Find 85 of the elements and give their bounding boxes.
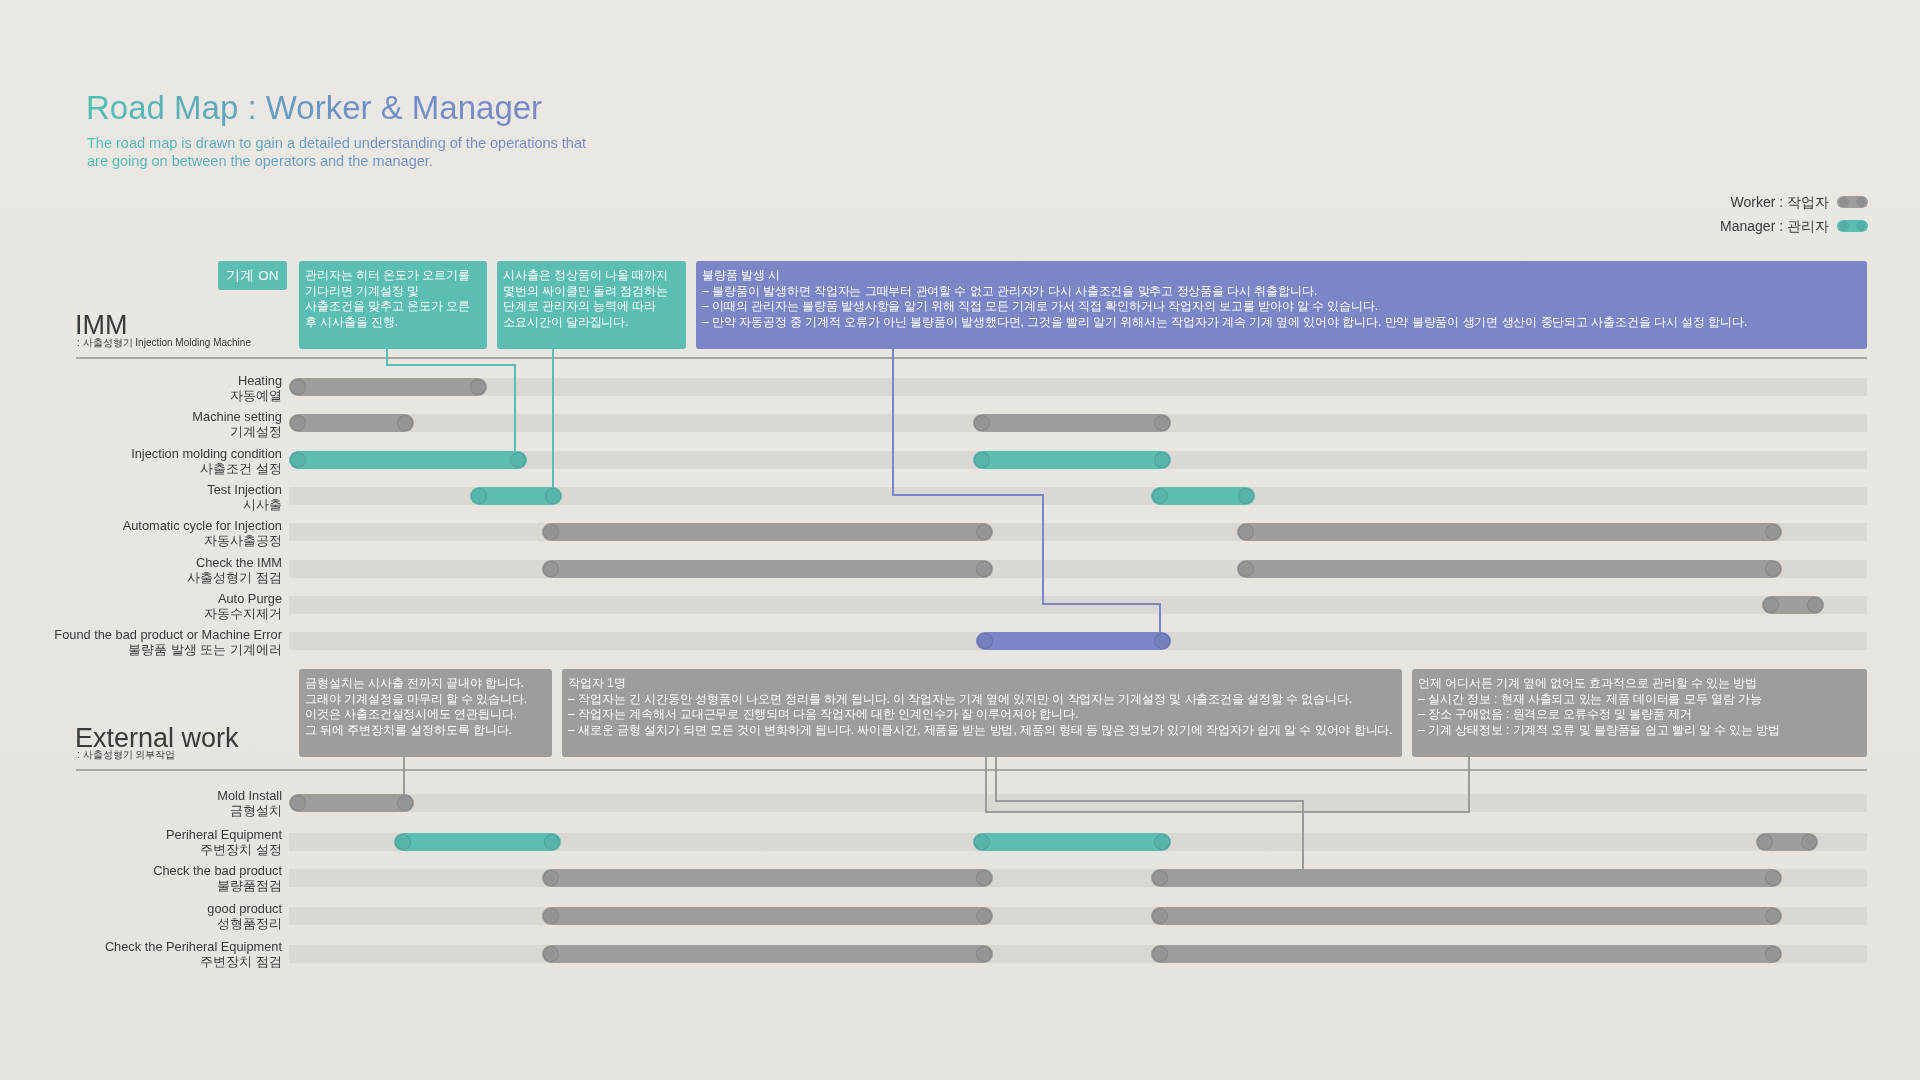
task-bar <box>1237 560 1782 578</box>
task-bar <box>973 833 1171 851</box>
row-label: 사출조건 설정 <box>200 461 282 476</box>
row-label: 자동수지제거 <box>204 606 282 621</box>
status-tag: 기계 ON <box>218 261 287 290</box>
note-panel <box>299 669 552 757</box>
note-text: 작업자 1명 <box>568 676 627 692</box>
connector-line <box>892 348 1161 633</box>
row-label: 불량품점검 <box>217 878 282 893</box>
row-label: 사출성형기 점검 <box>187 570 282 585</box>
note-panel <box>696 261 1867 349</box>
connector-line <box>995 756 1304 870</box>
connector-line <box>552 348 554 488</box>
task-bar <box>542 945 993 963</box>
task-bar <box>542 560 993 578</box>
row-label: 금형설치 <box>230 803 282 818</box>
note-text: 그래야 기계설정을 마무리 할 수 있습니다. <box>305 691 529 708</box>
row-label: Check the IMM <box>195 555 282 570</box>
row-label: Periheral Equipment <box>166 827 282 842</box>
row-label: Check the Periheral Equipment <box>104 939 282 954</box>
note-text: – 실시간 정보 : 현재 사출되고 있는 제품 데이터를 모두 열람 가능 <box>1418 691 1763 708</box>
legend-label: Worker : 작업자 <box>1730 193 1829 211</box>
task-bar <box>542 523 993 541</box>
row-label: Check the bad product <box>153 863 282 878</box>
note-text: – 작업자는 긴 시간동안 성형품이 나오면 정리를 하게 됩니다. 이 작업자는 기계 옆에 있지만 이 작업자는 기계설정 및 사출조건을 설정할 수 없습니다. <box>568 691 1354 708</box>
task-bar <box>1151 487 1255 505</box>
row-label: 불량품 발생 또는 기계에러 <box>128 642 282 657</box>
note-text: – 기계 상태정보 : 기계적 오류 및 불량품을 쉽고 빨리 알 수 있는 방법 <box>1418 722 1782 739</box>
row-label: 자동예열 <box>230 388 282 403</box>
section-subtitle: : 사출성형기 외부작업 <box>77 749 176 761</box>
task-bar <box>1151 945 1782 963</box>
task-bar <box>1151 869 1782 887</box>
row-label: Auto Purge <box>217 591 282 606</box>
section-heading: IMM <box>75 312 128 339</box>
note-text: 금형설치는 시사출 전까지 끝내야 합니다. <box>305 676 525 692</box>
row-label: Injection molding condition <box>131 446 282 461</box>
task-bar <box>1237 523 1782 541</box>
task-bar <box>976 632 1171 650</box>
task-bar <box>1151 907 1782 925</box>
task-bar <box>289 414 414 432</box>
note-text: 그 뒤에 주변장치를 설정하도록 합니다. <box>305 722 513 739</box>
row-label: 자동사출공정 <box>204 533 282 548</box>
row-label: 시사출 <box>243 497 282 512</box>
task-bar <box>973 451 1171 469</box>
note-text: – 장소 구애없음 : 원격으로 오류수정 및 불량품 제거 <box>1418 707 1694 723</box>
row-label: Heating <box>237 373 282 388</box>
task-bar <box>470 487 562 505</box>
note-text: – 만약 자동공정 중 기계적 오류가 아닌 불량품이 발생했다면, 그것을 빨리 알기 위해서는 작업자가 계속 기계 옆에 있어야 합니다. 만약 불량품이 생기면 생산이 중단되고 사출조건을 다시 설정 합니다. <box>702 314 1749 331</box>
task-bar <box>542 869 993 887</box>
section-subtitle: : 사출성형기 Injection Molding Machine <box>77 337 251 349</box>
note-panel <box>1412 669 1867 757</box>
note-text: 시사출은 정상품이 나올 때까지 몇번의 싸이클만 돌려 점검하는 단계로 관리자의 능력에 따라 소요시간이 달라집니다. <box>503 268 669 331</box>
connector-line <box>403 756 405 795</box>
connector-line <box>386 348 516 452</box>
row-label: 성형품정리 <box>217 916 282 931</box>
note-text: – 작업자는 계속해서 교대근무로 진행되며 다음 작업자에 대한 인계인수가 잘 이루어져야 합니다. <box>568 707 1080 723</box>
task-bar <box>394 833 561 851</box>
task-bar <box>289 794 414 812</box>
note-text: 불량품 발생 시 <box>702 268 781 284</box>
note-text: 언제 어디서든 기계 옆에 없어도 효과적으로 관리할 수 있는 방법 <box>1418 676 1758 692</box>
task-bar <box>289 378 487 396</box>
note-text: – 불량품이 발생하면 작업자는 그때부터 관여할 수 없고 관리자가 다시 사출조건을 맞추고 정상품을 다시 취출합니다. <box>702 283 1319 300</box>
row-label: 기계설정 <box>230 424 282 439</box>
task-bar <box>542 907 993 925</box>
task-bar <box>289 451 527 469</box>
note-text: 관리자는 히터 온도가 오르기를 기다리면 기계설정 및 사출조건을 맞추고 온도가 오른 후 시사출을 진행. <box>305 268 471 331</box>
note-text: – 이때의 관리자는 불량품 발생사항을 알기 위해 직접 모든 기계로 가서 직접 확인하거나 작업자의 보고를 받아야 알 수 있습니다. <box>702 299 1379 315</box>
note-panel <box>562 669 1402 757</box>
task-bar <box>973 414 1171 432</box>
connector-line <box>985 756 1470 813</box>
row-label: Found the bad product or Machine Error <box>54 627 282 642</box>
task-bar <box>1756 833 1818 851</box>
note-text: 이것은 사출조건설정시에도 연관됩니다. <box>305 707 519 723</box>
note-panel <box>299 261 487 349</box>
note-panel <box>497 261 686 349</box>
row-label: Test Injection <box>207 482 282 497</box>
row-label: Mold Install <box>217 788 282 803</box>
row-label: 주변장치 설정 <box>200 842 282 857</box>
task-bar <box>1762 596 1824 614</box>
row-label: good product <box>207 901 282 916</box>
row-label: Machine setting <box>192 409 282 424</box>
legend-label: Manager : 관리자 <box>1720 217 1829 235</box>
note-text: – 새로운 금형 설치가 되면 모든 것이 변화하게 됩니다. 싸이클시간, 제품을 받는 방법, 제품의 형태 등 많은 정보가 있기에 작업자가 쉽게 알 수 있어야 합니다. <box>568 722 1394 739</box>
row-label: 주변장치 점검 <box>200 954 282 969</box>
row-label: Automatic cycle for Injection <box>122 518 282 533</box>
